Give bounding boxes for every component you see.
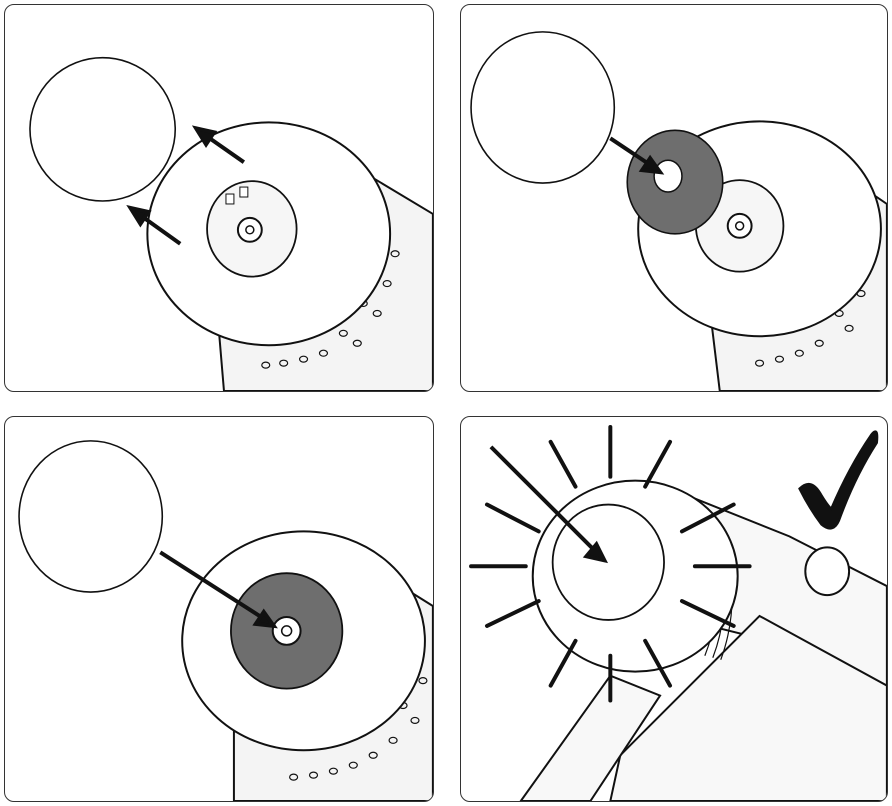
insert-arrow-icon [609,136,665,175]
step-3-illustration [18,440,433,801]
old-pre-filter [29,56,177,202]
step-3-panel [4,416,434,802]
insert-arrow-icon [489,445,609,564]
insert-arrow-icon [159,550,278,629]
step-2-illustration [470,31,887,391]
vacuum-handle [519,495,887,801]
checkmark-icon [798,430,879,530]
trigger-knob [804,546,851,597]
step-2-panel [460,4,888,392]
step-4-illustration [469,424,887,801]
clip [225,193,235,205]
ring-filter-hole [653,159,683,193]
step-1-panel [4,4,434,392]
new-pre-filter [551,503,665,621]
remove-arrow-icon [126,125,246,246]
pre-filter [470,31,616,184]
step-4-panel [460,416,888,802]
burst-lines [469,424,752,703]
pre-filter [18,440,164,593]
step-1-illustration [29,56,433,391]
vent-holes [261,240,400,369]
